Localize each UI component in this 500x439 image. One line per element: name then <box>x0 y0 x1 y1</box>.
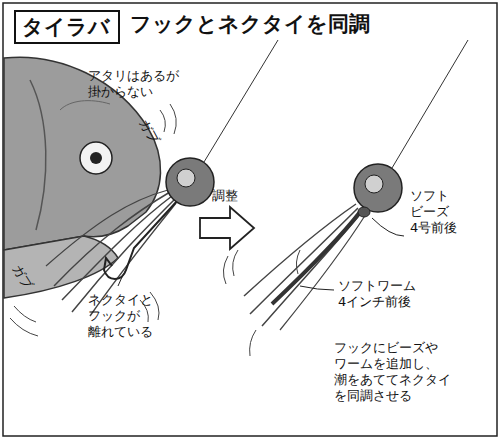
jig-before <box>46 40 278 316</box>
motion-lines <box>223 250 300 356</box>
annotation: ネクタイと フックが 離れている <box>88 292 153 340</box>
title-box: タイラバ <box>14 10 120 44</box>
adjust-arrow <box>200 207 254 249</box>
sound-effect: ガブ <box>136 116 162 146</box>
annotation: アタリはあるが 掛からない <box>88 68 179 100</box>
annotation: 調整 <box>212 188 238 204</box>
title-box-text: タイラバ <box>22 14 112 40</box>
jig-after <box>244 40 468 330</box>
annotation: ソフト ビーズ 4号前後 <box>410 188 457 236</box>
frame <box>3 3 497 436</box>
sound-effect: ガブ <box>8 262 35 293</box>
annotation: フックにビーズや ワームを追加し、 潮をあててネクタイ を同調させる <box>334 340 451 404</box>
annotation: ソフトワーム 4インチ前後 <box>338 278 416 310</box>
heading: フックとネクタイを同調 <box>130 11 370 37</box>
